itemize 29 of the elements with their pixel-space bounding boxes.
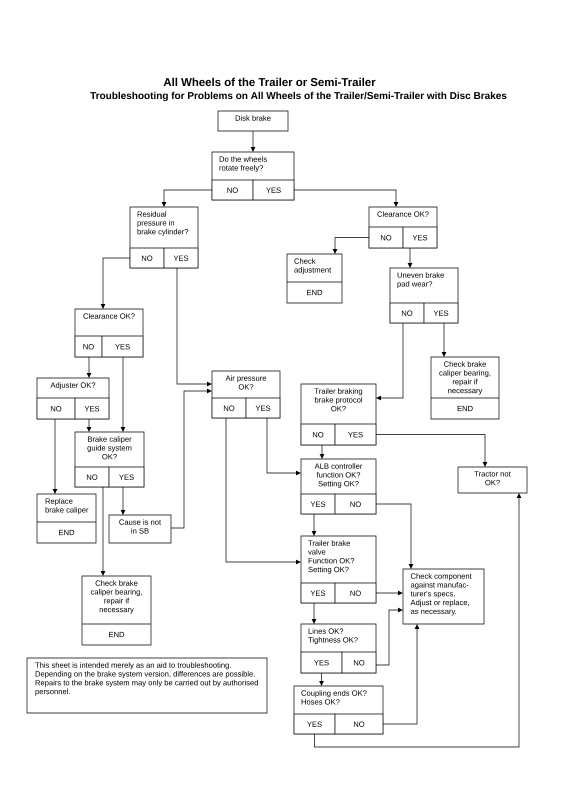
arrow bbox=[100, 258, 130, 309]
arrow bbox=[86, 418, 92, 432]
arrow bbox=[52, 418, 58, 494]
arrow bbox=[376, 608, 403, 666]
arrow bbox=[294, 190, 398, 207]
arrow bbox=[162, 190, 212, 207]
arrow bbox=[266, 418, 301, 476]
arrow bbox=[170, 388, 212, 528]
arrow bbox=[319, 672, 324, 686]
arrow bbox=[376, 322, 404, 400]
arrow bbox=[86, 356, 92, 378]
arrow bbox=[120, 486, 126, 515]
arrow bbox=[312, 514, 316, 536]
arrow bbox=[320, 444, 324, 459]
arrow bbox=[120, 356, 126, 432]
subtitle: Troubleshooting for Problems on All Wheels of the Trailer/Semi-Trailer with Disc Brakes bbox=[90, 92, 506, 102]
arrow bbox=[332, 237, 370, 254]
arrow bbox=[312, 602, 316, 624]
arrow bbox=[226, 418, 301, 564]
arrow bbox=[376, 434, 488, 467]
arrow bbox=[376, 504, 414, 569]
arrow bbox=[314, 493, 522, 748]
arrow bbox=[100, 486, 106, 576]
arrow bbox=[250, 130, 256, 152]
title: All Wheels of the Trailer or Semi-Trailer bbox=[164, 78, 376, 86]
arrow bbox=[376, 590, 403, 596]
arrow bbox=[408, 248, 412, 268]
arrow bbox=[442, 322, 446, 357]
arrow bbox=[176, 268, 212, 386]
